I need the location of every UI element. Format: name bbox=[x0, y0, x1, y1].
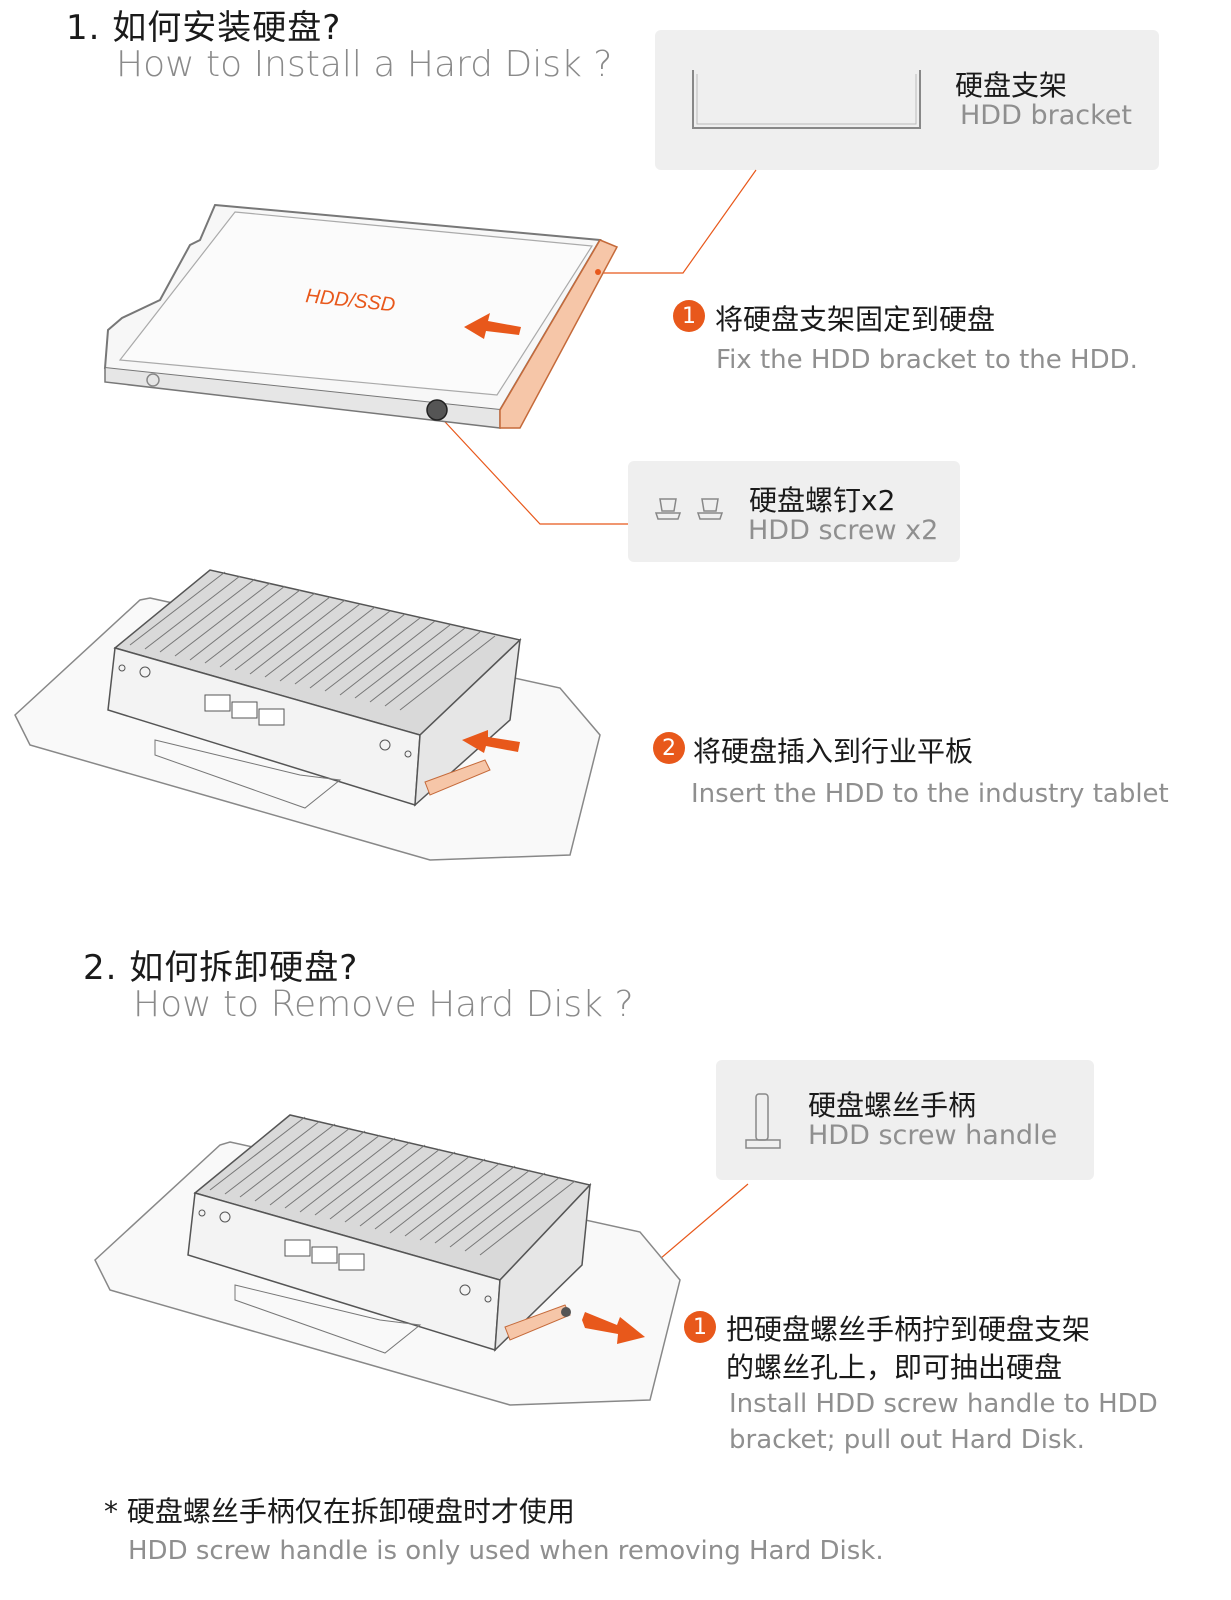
footnote-cn: * 硬盘螺丝手柄仅在拆卸硬盘时才使用 bbox=[104, 1495, 575, 1528]
section2-title-en: How to Remove Hard Disk ? bbox=[133, 984, 634, 1025]
handle-label-en: HDD screw handle bbox=[808, 1120, 1058, 1151]
handle-callout-box: 硬盘螺丝手柄 HDD screw handle bbox=[716, 1060, 1094, 1180]
removal-step1-en-line1: Install HDD screw handle to HDD bbox=[729, 1389, 1158, 1419]
tablet-device-illustration-2 bbox=[94, 1114, 749, 1406]
screw-icon bbox=[654, 498, 724, 520]
removal-step1-cn-line1: 把硬盘螺丝手柄拧到硬盘支架 bbox=[726, 1313, 1091, 1346]
hdd-illustration: HDD/SSD bbox=[103, 169, 757, 525]
bracket-callout-box: 硬盘支架 HDD bracket bbox=[655, 30, 1159, 170]
step1-badge: 1 bbox=[673, 300, 705, 332]
section1-title-cn: 1. 如何安装硬盘? bbox=[66, 8, 342, 48]
handle-label-cn: 硬盘螺丝手柄 bbox=[808, 1089, 977, 1122]
removal-step1-cn-line2: 的螺丝孔上，即可抽出硬盘 bbox=[726, 1351, 1063, 1384]
removal-step1-badge: 1 bbox=[684, 1311, 716, 1343]
step1-text-cn: 将硬盘支架固定到硬盘 bbox=[715, 303, 996, 336]
section1-title-en: How to Install a Hard Disk ? bbox=[116, 44, 613, 85]
bracket-label-cn: 硬盘支架 bbox=[955, 69, 1068, 102]
screw-label-cn: 硬盘螺钉x2 bbox=[749, 484, 896, 517]
step2-text-en: Insert the HDD to the industry tablet bbox=[691, 779, 1169, 809]
tablet-device-illustration-1 bbox=[14, 569, 601, 861]
section2-title-cn: 2. 如何拆卸硬盘? bbox=[83, 948, 359, 988]
screw-label-en: HDD screw x2 bbox=[748, 515, 939, 546]
bracket-icon bbox=[692, 70, 921, 129]
step2-badge: 2 bbox=[653, 732, 685, 764]
footnote-en: HDD screw handle is only used when remov… bbox=[128, 1536, 884, 1566]
screw-callout-box: 硬盘螺钉x2 HDD screw x2 bbox=[628, 461, 960, 562]
step1-text-en: Fix the HDD bracket to the HDD. bbox=[716, 345, 1138, 375]
bracket-label-en: HDD bracket bbox=[960, 100, 1132, 131]
step2-text-cn: 将硬盘插入到行业平板 bbox=[693, 735, 974, 768]
removal-step1-en-line2: bracket; pull out Hard Disk. bbox=[729, 1425, 1085, 1455]
screw-handle-icon bbox=[745, 1093, 781, 1149]
